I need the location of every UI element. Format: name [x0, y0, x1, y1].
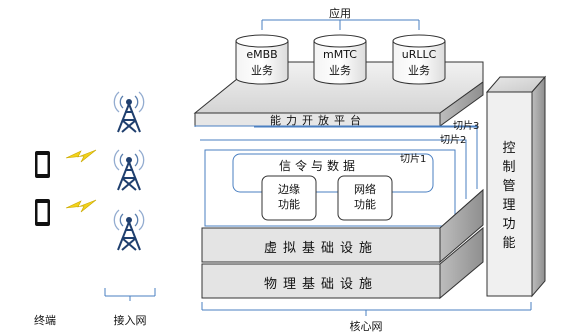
capability-platform-label: 能力开放平台 [270, 114, 366, 127]
management-label: 控制管理功能 [502, 141, 516, 251]
network-function-label: 网络 功能 [354, 183, 376, 211]
phone-icon [35, 151, 50, 178]
physical-infrastructure-label: 物理基础设施 [263, 277, 379, 292]
management-column [485, 75, 547, 298]
service-mmtc-sub: 业务 [329, 64, 351, 77]
access-network-label: 接入网 [113, 314, 147, 327]
service-cylinder-mmtc [313, 34, 367, 85]
service-urllc-sub: 业务 [408, 64, 430, 77]
slice-1-label: 切片1 [400, 154, 427, 165]
service-mmtc-name: mMTC [323, 48, 357, 61]
application-bracket [261, 19, 420, 30]
service-embb-name: eMBB [246, 48, 278, 61]
slice-2-label: 切片2 [440, 135, 467, 146]
virtual-infrastructure-slab [201, 188, 484, 264]
phone-icon [35, 199, 50, 226]
slice-3-label: 切片3 [453, 121, 480, 132]
function-boxes [261, 175, 393, 221]
edge-function-label: 边缘 功能 [278, 183, 300, 211]
service-urllc-name: uRLLC [401, 48, 437, 61]
lightning-icon [65, 199, 97, 213]
tower-icon [113, 209, 145, 251]
applications-title: 应用 [329, 7, 351, 20]
slice-frames [194, 125, 478, 227]
service-cylinder-urllc [392, 34, 446, 85]
tower-icon [113, 91, 145, 133]
service-embb-sub: 业务 [251, 64, 273, 77]
lightning-icon [65, 149, 97, 163]
physical-infrastructure-slab [201, 226, 484, 300]
access-network-bracket [104, 288, 156, 301]
service-cylinder-embb [235, 34, 289, 85]
core-network-bracket [201, 302, 532, 316]
tower-icon [113, 149, 145, 191]
core-network-label: 核心网 [349, 320, 383, 333]
terminal-label: 终端 [34, 314, 56, 327]
virtual-infrastructure-label: 虚拟基础设施 [263, 241, 379, 256]
signaling-data-label: 信令与数据 [278, 159, 360, 173]
